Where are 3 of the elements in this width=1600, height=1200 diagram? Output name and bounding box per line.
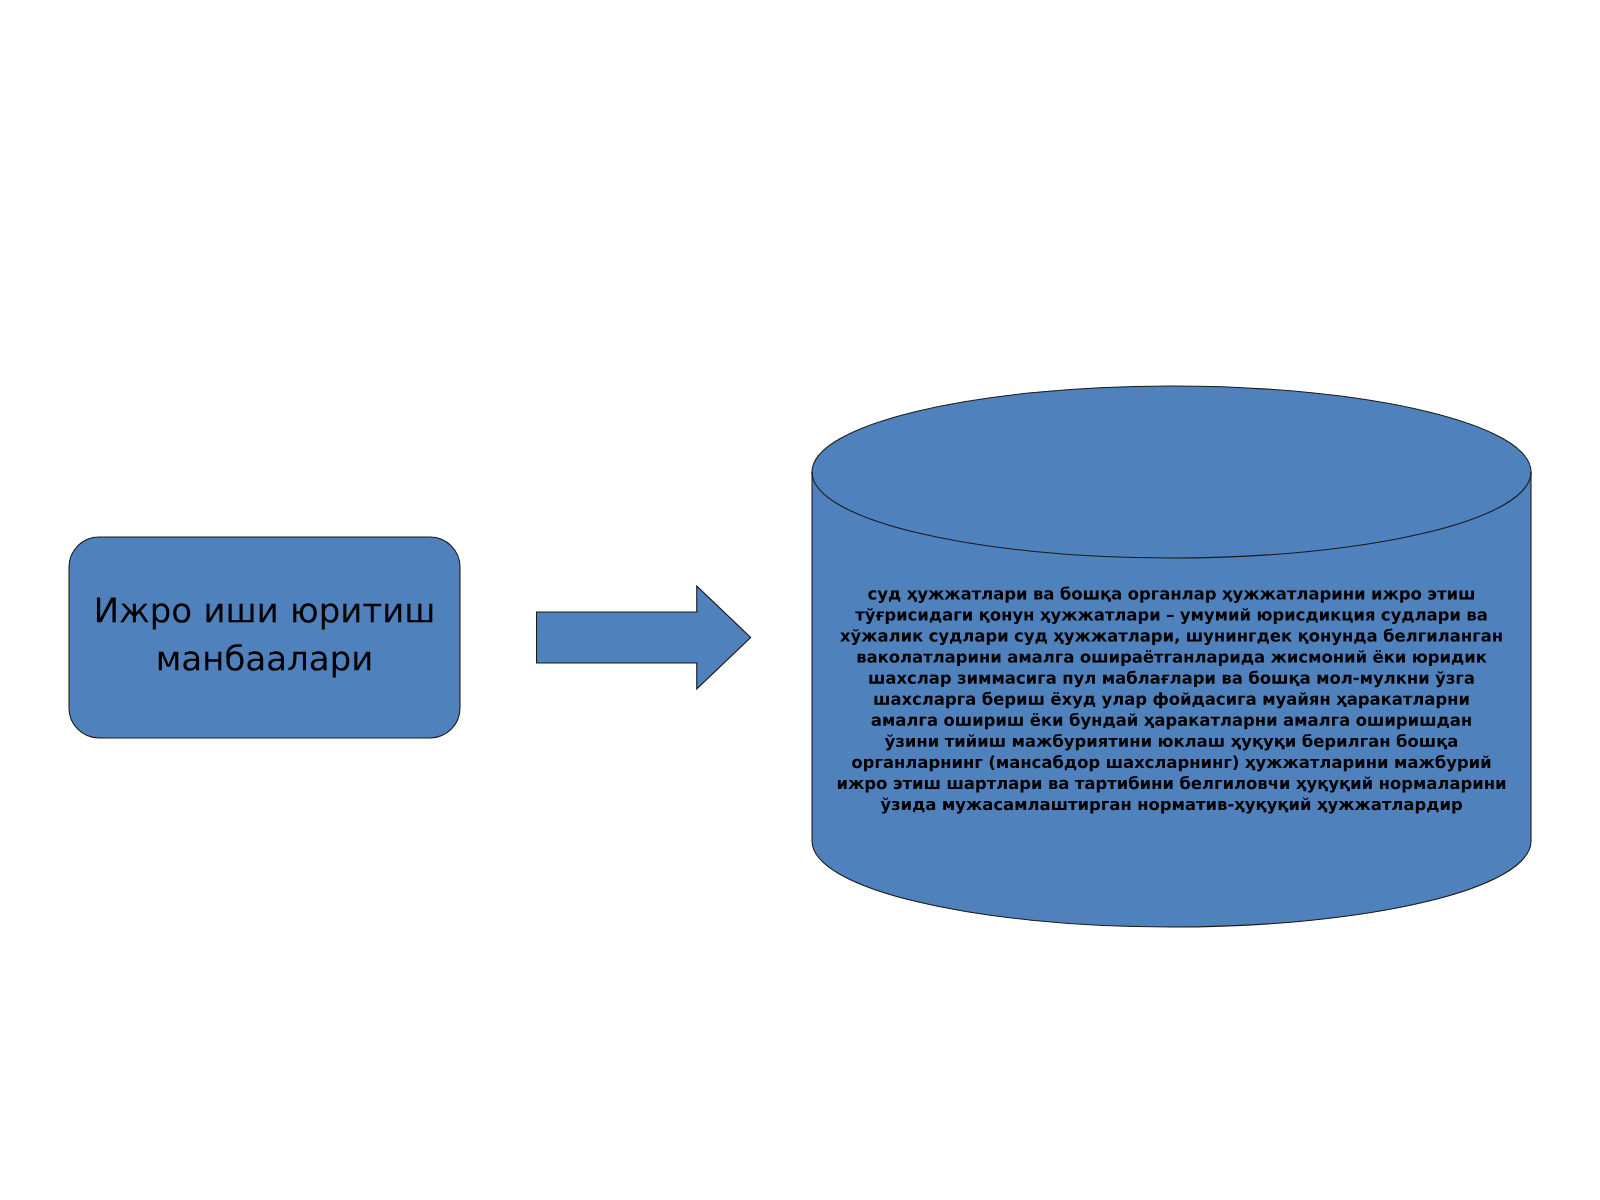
block-arrow bbox=[536, 584, 752, 691]
cylinder: суд ҳужжатлари ва бошқа органлар ҳужжатларини ижро этиш тўғрисидаги қонун ҳужжатлари – умумий юрисдикция судлари ва хўжалик судлари суд ҳужжатлари, шунингдек қонунда белгиланган ваколатларини амалга ошираётганларида жисмоний ёки юридик шахслар зиммасига пул маблағлари ва бошқа мол-мулкни ўзга шахсларга бериш ёхуд улар фойдасига муайян ҳаракатларни амалга ошириш ёки бундай ҳаракатларни амалга оширишдан ўзини тийиш мажбуриятини юклаш ҳуқуқи берилган бошқа органларнинг (мансабдор шахсларнинг) ҳужжатларини мажбурий ижро этиш шартлари ва тартибини белгиловчи ҳуқуқий нормаларини ўзида мужасамлаштирган норматив-ҳуқуқий ҳужжатлардир bbox=[811, 385, 1532, 928]
rounded-box: Ижро иши юритиш манбаалари bbox=[68, 536, 461, 739]
